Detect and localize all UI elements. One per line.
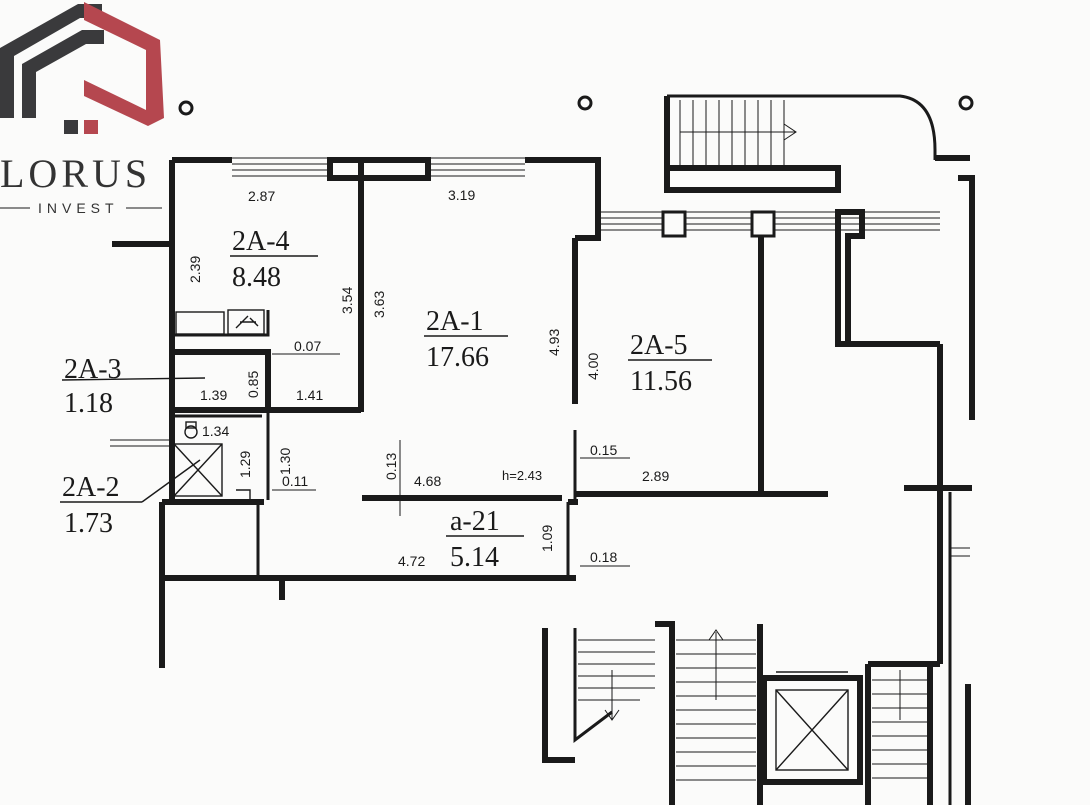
room-2a2-area: 1.73 [64, 508, 113, 539]
lower-stairs [578, 629, 928, 781]
dim-4-68: 4.68 [414, 473, 441, 489]
dim-2-89: 2.89 [642, 468, 669, 484]
room-2a4-code: 2A-4 [232, 226, 290, 257]
dim-2-87: 2.87 [248, 188, 275, 204]
dim-1-30: 1.30 [277, 448, 293, 475]
room-a21-code: a-21 [450, 506, 500, 537]
dim-1-41: 1.41 [296, 387, 323, 403]
room-2a5-code: 2A-5 [630, 330, 688, 361]
room-2a1-area: 17.66 [426, 342, 489, 373]
room-2a2-code: 2A-2 [62, 472, 120, 503]
dim-4-72: 4.72 [398, 553, 425, 569]
dim-3-63: 3.63 [371, 291, 387, 318]
dim-4-93: 4.93 [546, 329, 562, 356]
dim-0-15: 0.15 [590, 442, 617, 458]
room-2a3-area: 1.18 [64, 388, 113, 419]
top-stair [664, 94, 970, 193]
dim-1-39: 1.39 [200, 387, 227, 403]
room-2a5-area: 11.56 [630, 366, 692, 397]
logo-square-dark [64, 120, 78, 134]
logo-mark-red [84, 2, 164, 126]
dim-1-34: 1.34 [202, 423, 229, 439]
dim-0-11: 0.11 [282, 473, 308, 489]
logo-square-red [84, 120, 98, 134]
room-2a4-area: 8.48 [232, 262, 281, 293]
dim-0-13: 0.13 [383, 453, 399, 480]
column-2 [750, 210, 776, 238]
column-1 [661, 210, 687, 238]
dim-0-18: 0.18 [590, 549, 617, 565]
dim-0-07: 0.07 [294, 338, 321, 354]
dim-1-29: 1.29 [237, 451, 253, 478]
dimension-labels: 2.87 3.19 2.39 3.54 3.63 4.93 4.00 0.07 … [187, 187, 669, 569]
dim-1-09: 1.09 [539, 525, 555, 552]
axis-markers [178, 95, 974, 116]
dim-4-00: 4.00 [585, 353, 601, 380]
room-a21-area: 5.14 [450, 542, 499, 573]
logo-brand-text: LORUS [0, 151, 151, 196]
elevator-shaft [761, 671, 863, 785]
room-2a1-code: 2A-1 [426, 306, 484, 337]
dim-0-85: 0.85 [245, 371, 261, 398]
dim-2-39: 2.39 [187, 256, 203, 283]
brand-logo: LORUS INVEST [0, 2, 164, 216]
walls [110, 157, 975, 805]
dim-3-19: 3.19 [448, 187, 475, 203]
logo-mark-dark-inner [22, 30, 104, 118]
logo-brand-sub: INVEST [38, 200, 119, 216]
room-labels: 2A-4 8.48 2A-1 17.66 2A-5 11.56 2A-3 1.1… [60, 226, 712, 573]
dim-3-54: 3.54 [339, 287, 355, 314]
dim-ceiling-height: h=2.43 [502, 468, 542, 483]
